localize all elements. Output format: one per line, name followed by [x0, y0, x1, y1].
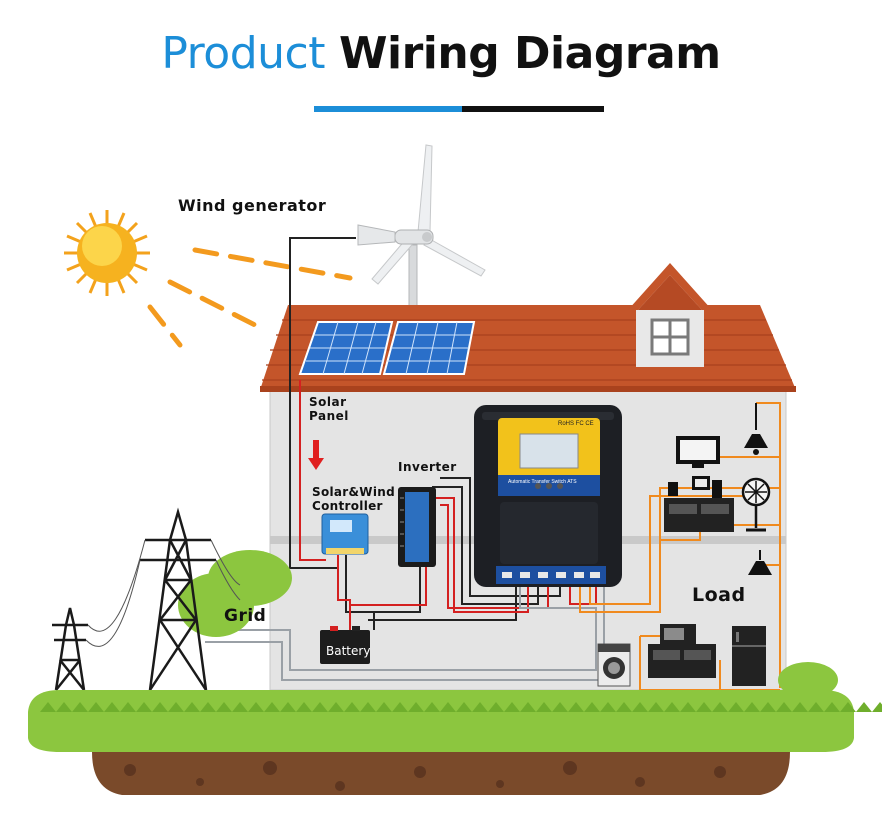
controller-device [321, 513, 369, 555]
ats-model-text: Automatic Transfer Switch ATS [508, 479, 577, 485]
wires-red [299, 380, 597, 630]
solar-panel-icon [298, 321, 476, 375]
battery-icon [320, 626, 370, 664]
label-solar-panel-line1: Solar [309, 395, 347, 409]
inverter-device [398, 487, 436, 567]
label-solar-panel: Solar Panel [309, 395, 369, 423]
sun-rays [147, 247, 353, 348]
washing-machine-icon [597, 643, 631, 687]
ground-grass [28, 690, 882, 752]
sun-icon [64, 210, 150, 296]
fridge-icon [732, 626, 766, 686]
title-underline [314, 106, 604, 112]
title-wiring-diagram: Wiring Diagram [338, 28, 721, 79]
label-battery: Battery [326, 644, 371, 658]
ground-soil [92, 752, 790, 795]
arrow-down-icon [308, 440, 324, 470]
ats-device [474, 405, 622, 587]
title-product: Product [161, 28, 325, 79]
wires-load [579, 402, 781, 691]
label-controller-line2: Controller [312, 499, 383, 513]
wind-turbine-icon [357, 144, 486, 308]
label-solar-panel-line2: Panel [309, 409, 349, 423]
lamp-icon [744, 403, 772, 575]
label-load: Load [692, 584, 746, 606]
microwave-icon [660, 624, 696, 644]
label-wind-generator: Wind generator [178, 196, 327, 215]
power-lines [85, 539, 241, 647]
label-controller-line1: Solar&Wind [312, 485, 395, 499]
kitchen-cabinet [648, 644, 716, 678]
label-inverter: Inverter [398, 460, 457, 474]
fan-icon [741, 477, 771, 532]
computer-icon [664, 476, 734, 532]
dormer-window [628, 263, 712, 367]
page-title: Product Wiring Diagram [0, 28, 882, 79]
transmission-tower-icon [52, 507, 216, 691]
ats-brand-marks: RoHS FC CE [558, 421, 594, 427]
tv-icon [676, 436, 720, 468]
label-controller: Solar&Wind Controller [312, 485, 395, 513]
label-grid: Grid [224, 606, 267, 626]
wires-black [289, 237, 561, 630]
